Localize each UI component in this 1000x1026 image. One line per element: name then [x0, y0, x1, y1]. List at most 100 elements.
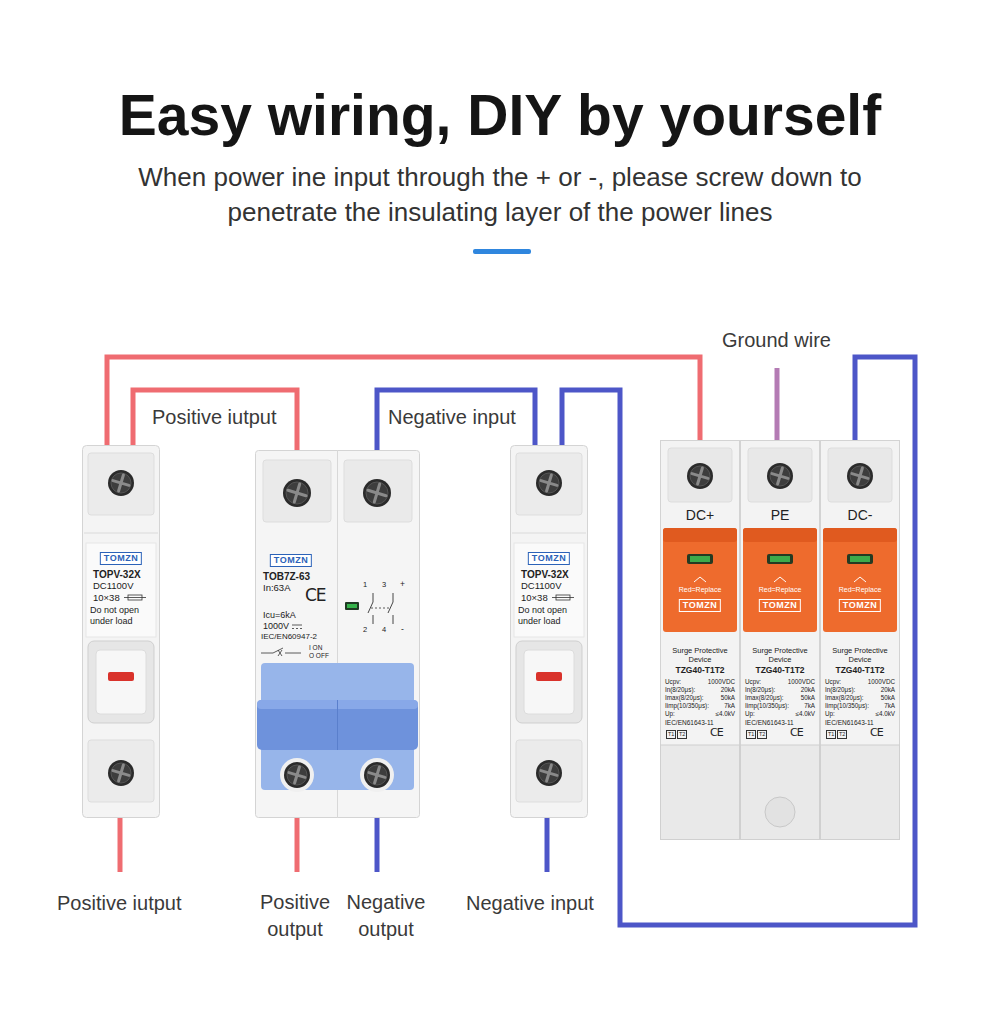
terminal-screw: [364, 762, 390, 788]
screw-head: [539, 473, 559, 493]
status-window: [767, 554, 793, 564]
fuse-holder: TOMZNTOPV-32XDC1100V10×38Do not open und…: [510, 445, 588, 818]
wire-label: Positive iutput: [152, 405, 277, 429]
terminal-recess: [344, 460, 412, 522]
cartridge-top: [743, 528, 817, 542]
device-text: IEC/EN61643-11: [665, 719, 714, 726]
caption-text: When power ine input through the + or -,…: [100, 160, 900, 230]
pole-schematic: [368, 593, 393, 624]
screw-head: [111, 473, 131, 493]
screw-head: [366, 482, 388, 504]
device-text: T1: [666, 730, 676, 739]
wire-connector: [377, 390, 535, 450]
device-text: 20kA: [881, 686, 895, 693]
terminal-screw: [767, 463, 793, 489]
brand-label: TOMZN: [528, 552, 570, 565]
wire-label: Ground wire: [722, 328, 831, 352]
device-text: 7kA: [804, 702, 815, 709]
terminal-recess: [828, 448, 892, 502]
device-text: Ucpv:: [745, 678, 761, 685]
device-picture: [661, 441, 740, 840]
device-text: 4: [382, 626, 386, 635]
device-text: Surge Protective Device: [663, 646, 737, 664]
device-text: DC-: [848, 507, 873, 523]
accent-bar: [473, 249, 531, 254]
pole-link: [371, 608, 391, 609]
screw-slot: [368, 484, 386, 502]
device-text: Red=Replace: [839, 586, 882, 594]
device-text: ≤4.0kV: [715, 710, 735, 717]
device-text: Imax(8/20μs):: [665, 694, 704, 701]
device-text: 20kA: [801, 686, 815, 693]
terminal-screw: [108, 760, 134, 786]
device-text: Icu=6kA: [263, 610, 296, 620]
device-text: CE: [305, 586, 326, 606]
spd-body: [741, 441, 820, 840]
status-indicator: [690, 556, 710, 562]
screw-head: [286, 482, 308, 504]
device-picture: [256, 450, 420, 818]
wire-label: Negative output: [343, 889, 429, 943]
screw-slot: [772, 468, 788, 484]
spd-base: [661, 745, 740, 840]
groove: [512, 533, 586, 534]
brand-label: TOMZN: [839, 599, 881, 612]
status-indicator: [347, 604, 357, 608]
terminal-screw: [363, 479, 391, 507]
device-text: O OFF: [309, 652, 329, 659]
surge-protector-module: DC-Red=ReplaceTOMZNSurge Protective Devi…: [820, 440, 900, 840]
device-text: 1000VDC: [708, 678, 735, 685]
terminal-recess: [88, 740, 154, 802]
fuse-indicator: [536, 672, 562, 681]
fuse-body: [83, 446, 160, 818]
device-text: Surge Protective Device: [743, 646, 817, 664]
replace-mark: [774, 577, 786, 582]
screw-slot: [852, 468, 868, 484]
device-text: Ucpv:: [825, 678, 841, 685]
screw-head: [770, 466, 790, 486]
screw-slot: [541, 765, 557, 781]
status-indicator: [850, 556, 870, 562]
device-text: Up:: [665, 710, 675, 717]
device-picture: [821, 441, 900, 840]
device-text: TOB7Z-63: [263, 571, 310, 583]
device-text: CE: [870, 727, 883, 740]
device-text: IEC/EN61643-11: [825, 719, 874, 726]
spd-cartridge: [663, 528, 737, 632]
device-text: T2: [677, 730, 687, 739]
device-outline: [820, 440, 900, 840]
toggle-split: [337, 700, 338, 750]
device-text: 7kA: [884, 702, 895, 709]
device-picture: [511, 446, 588, 818]
screw-slot: [541, 475, 557, 491]
status-window: [847, 554, 873, 564]
terminal-recess: [280, 758, 314, 792]
screw-slot: [113, 765, 129, 781]
ground-wire: [775, 368, 780, 445]
device-outline: [510, 445, 588, 818]
wire-connector: [562, 357, 915, 925]
wire-label: Negative input: [388, 405, 516, 429]
device-text: Imax(8/20μs):: [745, 694, 784, 701]
device-text: Up:: [825, 710, 835, 717]
device-text: -: [401, 625, 404, 635]
device-outline: [740, 440, 820, 840]
device-text: Iimp(10/350μs):: [745, 702, 789, 709]
device-text: 10×38: [93, 593, 120, 604]
terminal-recess: [360, 758, 394, 792]
device-outline: [660, 440, 740, 840]
device-text: Imax(8/20μs):: [825, 694, 864, 701]
device-text: IEC/EN61643-11: [745, 719, 794, 726]
device-text: TZG40-T1T2: [675, 666, 724, 676]
screw-slot: [369, 767, 385, 783]
device-text: T1: [746, 730, 756, 739]
status-window: [687, 554, 713, 564]
wire-connector: [107, 357, 700, 445]
screw-head: [367, 765, 387, 785]
device-text: 1000V: [263, 621, 289, 631]
device-text: T1: [826, 730, 836, 739]
device-text: TZG40-T1T2: [835, 666, 884, 676]
spd-cartridge: [823, 528, 897, 632]
device-text: Do not open under load: [90, 605, 154, 626]
status-window: [345, 602, 359, 610]
